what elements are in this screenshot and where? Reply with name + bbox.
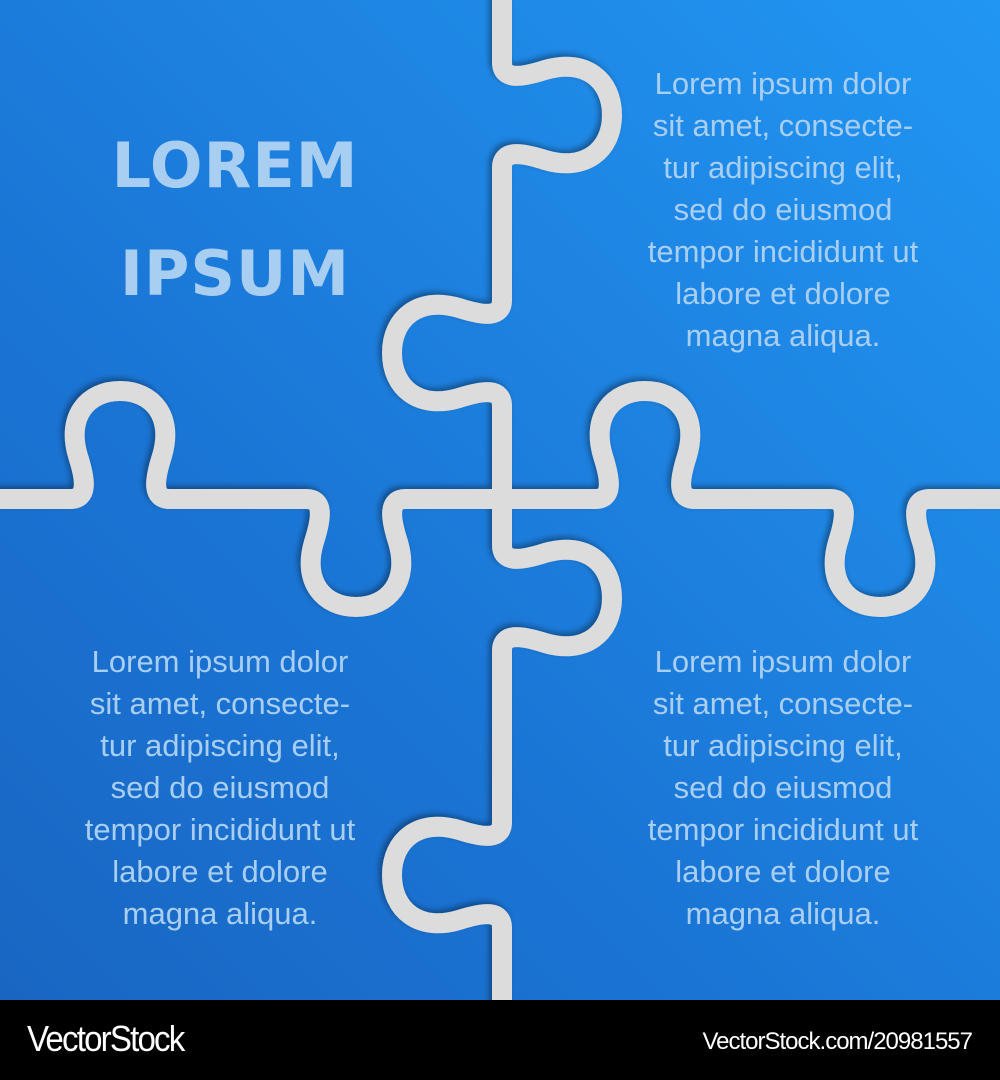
piece-bottom-right-text: Lorem ipsum dolor sit amet, consecte- tu… [613, 641, 953, 935]
text-line: tempor incididunt ut [84, 812, 356, 847]
text-line: sit amet, consecte- [89, 686, 351, 721]
text-line: sed do eiusmod [673, 192, 893, 227]
text-line: magna aliqua. [685, 318, 881, 353]
text-line: sed do eiusmod [110, 770, 330, 805]
horizontal-seam [0, 381, 1000, 617]
puzzle-infographic: LOREM IPSUM Lorem ipsum dolor sit amet, … [0, 0, 1000, 1000]
text-line: labore et dolore [675, 854, 891, 889]
text-line: magna aliqua. [122, 896, 318, 931]
text-line: tur adipiscing elit, [100, 728, 340, 763]
text-line: labore et dolore [112, 854, 328, 889]
text-line: tur adipiscing elit, [663, 728, 903, 763]
piece-bottom-left-text: Lorem ipsum dolor sit amet, consecte- tu… [50, 641, 390, 935]
text-line: Lorem ipsum dolor [91, 644, 349, 679]
text-line: sed do eiusmod [673, 770, 893, 805]
watermark-footer: VectorStock VectorStock.com/20981557 [0, 1000, 1000, 1080]
image-id-label: VectorStock.com/20981557 [702, 1028, 973, 1055]
title-line-2: IPSUM [119, 237, 351, 310]
text-line: magna aliqua. [685, 896, 881, 931]
text-line: sit amet, consecte- [652, 686, 914, 721]
text-line: Lorem ipsum dolor [654, 66, 912, 101]
text-line: Lorem ipsum dolor [654, 644, 912, 679]
text-line: tur adipiscing elit, [663, 150, 903, 185]
text-line: sit amet, consecte- [652, 108, 914, 143]
brand-logo: VectorStock [27, 1018, 185, 1059]
text-line: tempor incididunt ut [647, 234, 919, 269]
title-line-1: LOREM [111, 129, 359, 202]
puzzle-lines [0, 0, 1000, 1000]
vertical-seam [382, 0, 622, 1000]
text-line: tempor incididunt ut [647, 812, 919, 847]
title-heading: LOREM IPSUM [70, 112, 400, 328]
text-line: labore et dolore [675, 276, 891, 311]
piece-top-right-text: Lorem ipsum dolor sit amet, consecte- tu… [613, 63, 953, 357]
